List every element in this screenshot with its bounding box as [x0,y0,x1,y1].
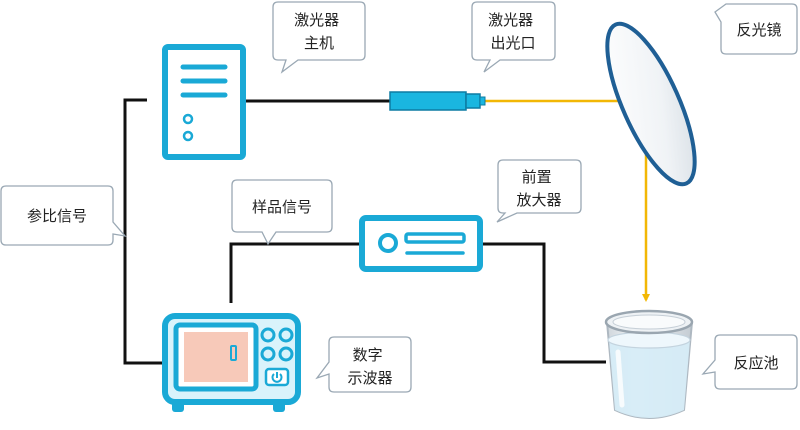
svg-text:反光镜: 反光镜 [736,21,781,39]
laser-outlet-label-line1: 激光器 [488,11,533,29]
signal-wires [123,98,606,365]
reaction-cell-label: 反应池 [733,354,778,372]
mirror-label: 反光镜 [736,21,781,39]
mirror-icon [605,21,697,187]
reference-signal-wire [123,98,165,365]
callout-laser-host: 激光器 主机 [272,1,366,74]
svg-text:参比信号: 参比信号 [27,207,87,225]
svg-text:激光器 主机: 激光器 主机 [294,11,344,52]
preamplifier-label-line2: 放大器 [516,191,561,209]
callout-oscilloscope: 数字 示波器 [315,336,412,393]
beaker-icon [604,309,694,419]
reference-signal-label: 参比信号 [27,207,87,225]
callout-laser-outlet: 激光器 出光口 [471,1,556,73]
laser-emitter-icon [389,91,486,111]
oscilloscope-label-line1: 数字 [353,346,383,364]
svg-text:反应池: 反应池 [733,354,778,372]
callout-mirror: 反光镜 [714,3,798,55]
svg-text:样品信号: 样品信号 [252,198,312,216]
callout-preamplifier: 前置 放大器 [496,159,582,223]
callout-reaction-cell: 反应池 [701,334,798,390]
callout-sample-signal: 样品信号 [231,179,333,246]
amplifier-to-cell-wire [480,242,606,364]
svg-text:激光器 出光口: 激光器 出光口 [488,11,538,52]
laser-host-label-line1: 激光器 [294,11,339,29]
laser-outlet-label-line2: 出光口 [490,34,535,52]
callout-reference-signal: 参比信号 [0,185,127,246]
oscilloscope-label-line2: 示波器 [347,369,392,387]
preamplifier-label-line1: 前置 [522,168,552,186]
oscilloscope-icon [162,313,301,412]
sample-signal-label: 样品信号 [252,198,312,216]
desktop-tower-icon [162,44,246,160]
sample-signal-wire [229,242,362,303]
svg-text:数字 示波器: 数字 示波器 [347,346,392,387]
amplifier-unit-icon [359,215,483,272]
laser-host-label-line2: 主机 [304,34,334,52]
svg-text:前置 放大器: 前置 放大器 [516,168,561,209]
